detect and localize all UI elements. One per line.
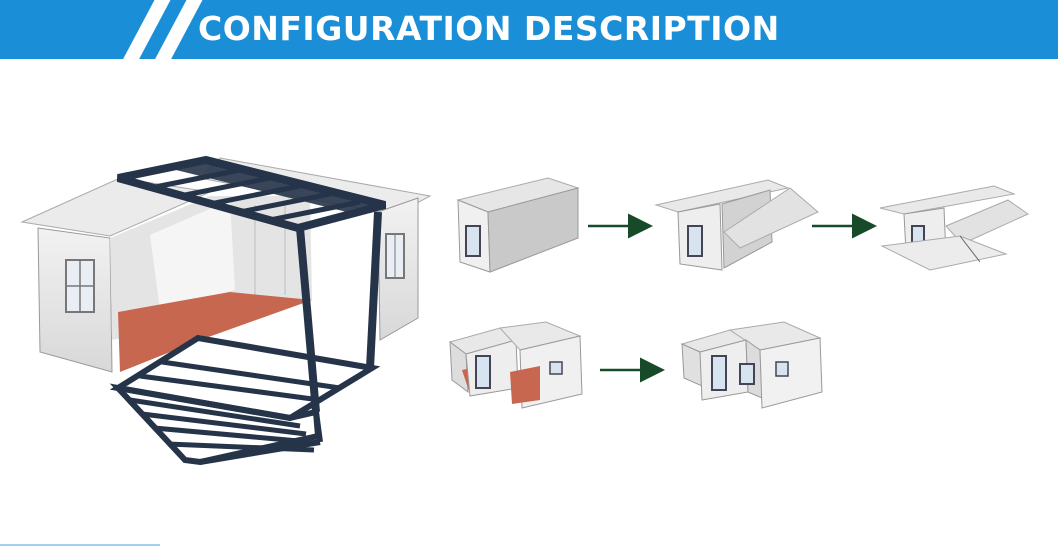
door-icon bbox=[687, 225, 703, 257]
header-banner: CONFIGURATION DESCRIPTION bbox=[0, 0, 1058, 59]
footer-divider bbox=[0, 544, 160, 546]
floor-extended-walls-raising bbox=[448, 321, 583, 409]
window-icon bbox=[775, 361, 789, 377]
two-sides-unfolding bbox=[879, 185, 1030, 271]
one-side-unfolding bbox=[654, 179, 819, 271]
door-icon bbox=[465, 225, 481, 257]
page-title: CONFIGURATION DESCRIPTION bbox=[198, 9, 780, 48]
door-icon bbox=[475, 355, 491, 389]
door-icon bbox=[711, 355, 727, 391]
closed-container bbox=[456, 177, 580, 273]
expanded-house-frame-view bbox=[20, 155, 432, 466]
window-icon bbox=[549, 361, 563, 375]
window-icon bbox=[739, 363, 755, 385]
fully-expanded-house bbox=[680, 321, 823, 409]
